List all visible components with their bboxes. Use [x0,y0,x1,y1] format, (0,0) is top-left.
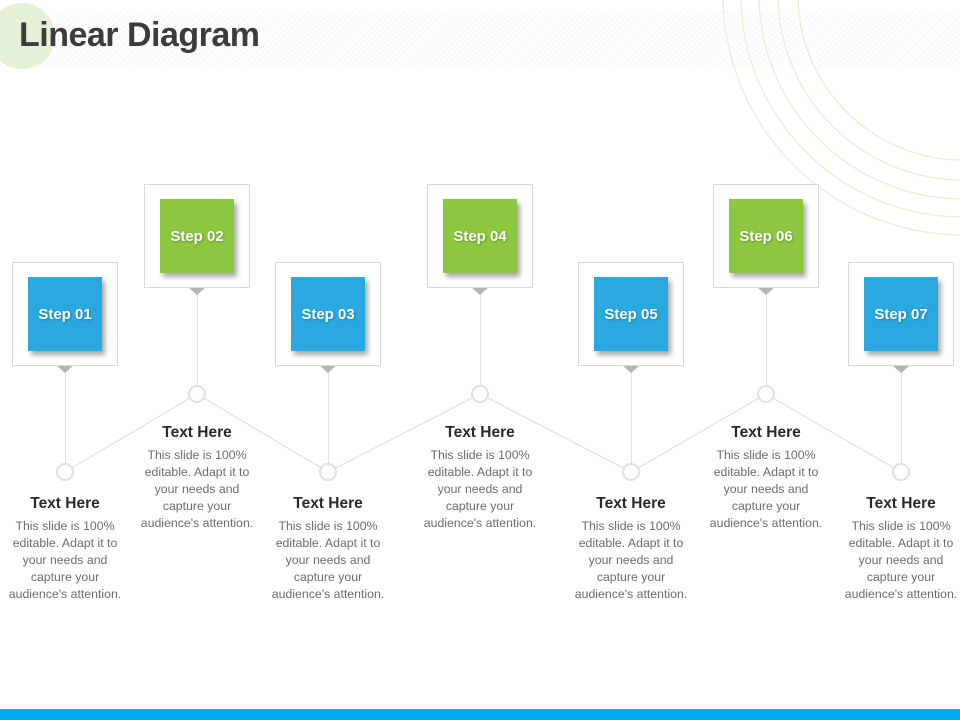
step-heading: Text Here [293,495,363,512]
timeline-node [319,463,337,481]
step-01-square: Step 01 [28,277,102,351]
arrow-down-notch-icon [56,365,74,373]
step-description: This slide is 100% editable. Adapt it to… [423,448,537,530]
step-label: Step 01 [38,305,92,323]
step-05-box: Step 05 [578,262,684,366]
timeline-node [188,385,206,403]
step-heading: Text Here [445,424,515,441]
connector-line [328,366,329,464]
step-02-box: Step 02 [144,184,250,288]
step-01-box: Step 01 [12,262,118,366]
step-02-text: Text Here This slide is 100% editable. A… [133,424,261,532]
step-description: This slide is 100% editable. Adapt it to… [271,519,385,601]
connector-line [901,366,902,464]
step-description: This slide is 100% editable. Adapt it to… [8,519,122,601]
page-title: Linear Diagram [19,16,260,54]
timeline-node [757,385,775,403]
step-heading: Text Here [30,495,100,512]
connector-line [197,288,198,386]
step-06-text: Text Here This slide is 100% editable. A… [702,424,830,532]
step-description: This slide is 100% editable. Adapt it to… [709,448,823,530]
connector-line [631,366,632,464]
step-03-box: Step 03 [275,262,381,366]
step-description: This slide is 100% editable. Adapt it to… [140,448,254,530]
step-description: This slide is 100% editable. Adapt it to… [844,519,958,601]
step-07-square: Step 07 [864,277,938,351]
step-04-square: Step 04 [443,199,517,273]
step-07-text: Text Here This slide is 100% editable. A… [837,495,960,603]
arrow-down-notch-icon [892,365,910,373]
timeline-node [471,385,489,403]
step-03-text: Text Here This slide is 100% editable. A… [264,495,392,603]
step-label: Step 05 [604,305,658,323]
step-label: Step 04 [453,227,507,245]
step-04-box: Step 04 [427,184,533,288]
timeline-node [56,463,74,481]
arrow-down-notch-icon [188,287,206,295]
step-06-square: Step 06 [729,199,803,273]
timeline-node [622,463,640,481]
title-accent-circle [0,3,55,69]
step-heading: Text Here [162,424,232,441]
step-03-square: Step 03 [291,277,365,351]
timeline-node [892,463,910,481]
connector-line [766,288,767,386]
arrow-down-notch-icon [622,365,640,373]
step-label: Step 03 [301,305,355,323]
arrow-down-notch-icon [319,365,337,373]
step-label: Step 06 [739,227,793,245]
step-05-text: Text Here This slide is 100% editable. A… [567,495,695,603]
connector-line [65,366,66,464]
arrow-down-notch-icon [471,287,489,295]
step-label: Step 02 [170,227,224,245]
connector-line [480,288,481,386]
step-heading: Text Here [731,424,801,441]
step-06-box: Step 06 [713,184,819,288]
step-heading: Text Here [596,495,666,512]
step-description: This slide is 100% editable. Adapt it to… [574,519,688,601]
footer-bar [0,709,960,720]
step-label: Step 07 [874,305,928,323]
arrow-down-notch-icon [757,287,775,295]
step-heading: Text Here [866,495,936,512]
step-04-text: Text Here This slide is 100% editable. A… [416,424,544,532]
step-01-text: Text Here This slide is 100% editable. A… [1,495,129,603]
step-02-square: Step 02 [160,199,234,273]
step-05-square: Step 05 [594,277,668,351]
step-07-box: Step 07 [848,262,954,366]
